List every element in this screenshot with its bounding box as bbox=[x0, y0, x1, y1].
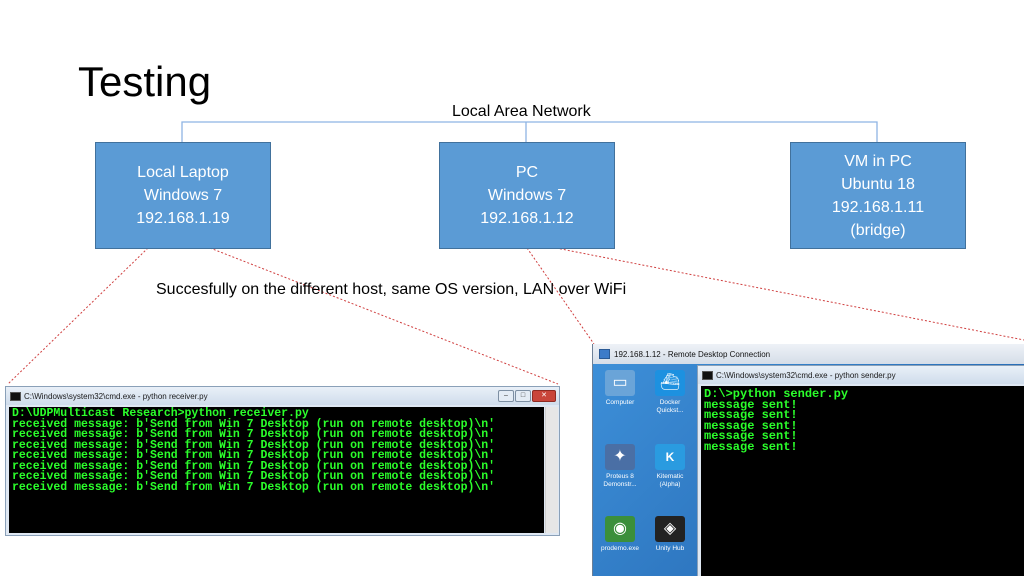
console-line: received message: b'Send from Win 7 Desk… bbox=[12, 438, 496, 452]
remote-desktop-window[interactable]: 192.168.1.12 - Remote Desktop Connection… bbox=[592, 344, 1024, 576]
desktop-icon-computer[interactable]: ▭ Computer bbox=[599, 370, 641, 407]
console-line: received message: b'Send from Win 7 Desk… bbox=[12, 470, 496, 483]
desktop-icon-label: Kitematic (Alpha) bbox=[656, 473, 684, 488]
desktop-icon-label: Docker Quickst... bbox=[656, 399, 684, 414]
console-line: message sent! bbox=[704, 439, 798, 454]
host-os: Windows 7 bbox=[143, 187, 223, 204]
desktop-icon-label: Computer bbox=[605, 399, 635, 406]
window-title: C:\Windows\system32\cmd.exe - python rec… bbox=[24, 391, 208, 401]
vertical-scrollbar[interactable] bbox=[545, 407, 558, 533]
slide-caption: Succesfully on the different host, same … bbox=[156, 281, 627, 298]
zoom-line-pc-right bbox=[555, 247, 1024, 341]
window-controls: – □ ✕ bbox=[498, 390, 556, 402]
lan-bus-line bbox=[181, 121, 878, 142]
host-ip: 192.168.1.12 bbox=[480, 210, 574, 227]
host-name: Local Laptop bbox=[137, 164, 229, 181]
zoom-line-laptop-left bbox=[7, 247, 149, 385]
host-os: Windows 7 bbox=[487, 187, 567, 204]
receiver-cmd-window[interactable]: C:\Windows\system32\cmd.exe - python rec… bbox=[5, 386, 560, 536]
desktop-icon-unity[interactable]: ◈ Unity Hub bbox=[649, 516, 691, 553]
console-line: received message: b'Send from Win 7 Desk… bbox=[12, 428, 496, 441]
desktop-icon-kitematic[interactable]: K Kitematic (Alpha) bbox=[649, 444, 691, 489]
console-line: received message: b'Send from Win 7 Desk… bbox=[12, 480, 496, 494]
host-name: VM in PC bbox=[844, 152, 912, 170]
desktop-icon-prodemo[interactable]: ◉ prodemo.exe bbox=[599, 516, 641, 553]
minimize-button[interactable]: – bbox=[498, 390, 514, 402]
host-name: PC bbox=[515, 164, 539, 181]
cmd-icon bbox=[702, 370, 713, 380]
console-line: D:\UDPMulticast Research>python receiver… bbox=[12, 407, 309, 420]
prodemo-icon: ◉ bbox=[605, 516, 635, 542]
close-button[interactable]: ✕ bbox=[532, 390, 556, 402]
console-line: message sent! bbox=[704, 408, 798, 423]
unity-icon: ◈ bbox=[655, 516, 685, 542]
kitematic-icon: K bbox=[655, 444, 685, 470]
console-output[interactable]: D:\UDPMulticast Research>python receiver… bbox=[9, 407, 544, 533]
slide-title: Testing bbox=[78, 58, 212, 105]
sender-cmd-window[interactable]: C:\Windows\system32\cmd.exe - python sen… bbox=[697, 365, 1024, 576]
host-ip: 192.168.1.19 bbox=[136, 210, 230, 227]
desktop-icon-proteus[interactable]: ✦ Proteus 8 Demonstr... bbox=[599, 444, 641, 489]
zoom-line-laptop-right bbox=[209, 247, 559, 385]
console-line: received message: b'Send from Win 7 Desk… bbox=[12, 449, 496, 462]
window-titlebar[interactable]: C:\Windows\system32\cmd.exe - python sen… bbox=[698, 366, 1024, 384]
desktop-icon-label: prodemo.exe bbox=[601, 545, 639, 552]
desktop-icon-docker[interactable]: ⛴ Docker Quickst... bbox=[649, 370, 691, 415]
host-box-laptop: Local Laptop Windows 7 192.168.1.19 bbox=[95, 142, 271, 249]
lan-label: Local Area Network bbox=[452, 103, 591, 120]
console-line: message sent! bbox=[704, 397, 798, 412]
host-os: Ubuntu 18 bbox=[841, 175, 915, 193]
desktop-icon-label: Unity Hub bbox=[655, 545, 685, 552]
rdp-titlebar[interactable]: 192.168.1.12 - Remote Desktop Connection bbox=[593, 344, 1024, 364]
docker-icon: ⛴ bbox=[655, 370, 685, 396]
rdp-title: 192.168.1.12 - Remote Desktop Connection bbox=[614, 349, 771, 359]
console-line: message sent! bbox=[704, 429, 798, 444]
console-line: received message: b'Send from Win 7 Desk… bbox=[12, 459, 496, 473]
desktop-icon-label: Proteus 8 Demonstr... bbox=[603, 473, 637, 488]
zoom-line-pc-left bbox=[526, 247, 595, 345]
cmd-icon bbox=[10, 391, 21, 401]
rdp-icon bbox=[599, 349, 610, 359]
console-line: received message: b'Send from Win 7 Desk… bbox=[12, 417, 496, 431]
host-box-pc: PC Windows 7 192.168.1.12 bbox=[439, 142, 615, 249]
console-line: D:\>python sender.py bbox=[704, 387, 849, 401]
console-line: message sent! bbox=[704, 418, 798, 433]
window-titlebar[interactable]: C:\Windows\system32\cmd.exe - python rec… bbox=[6, 387, 559, 405]
host-note: (bridge) bbox=[850, 221, 906, 239]
proteus-icon: ✦ bbox=[605, 444, 635, 470]
computer-icon: ▭ bbox=[605, 370, 635, 396]
host-ip: 192.168.1.11 bbox=[831, 198, 925, 216]
maximize-button[interactable]: □ bbox=[515, 390, 531, 402]
host-box-vm: VM in PC Ubuntu 18 192.168.1.11 (bridge) bbox=[790, 142, 966, 249]
window-title: C:\Windows\system32\cmd.exe - python sen… bbox=[716, 370, 896, 380]
